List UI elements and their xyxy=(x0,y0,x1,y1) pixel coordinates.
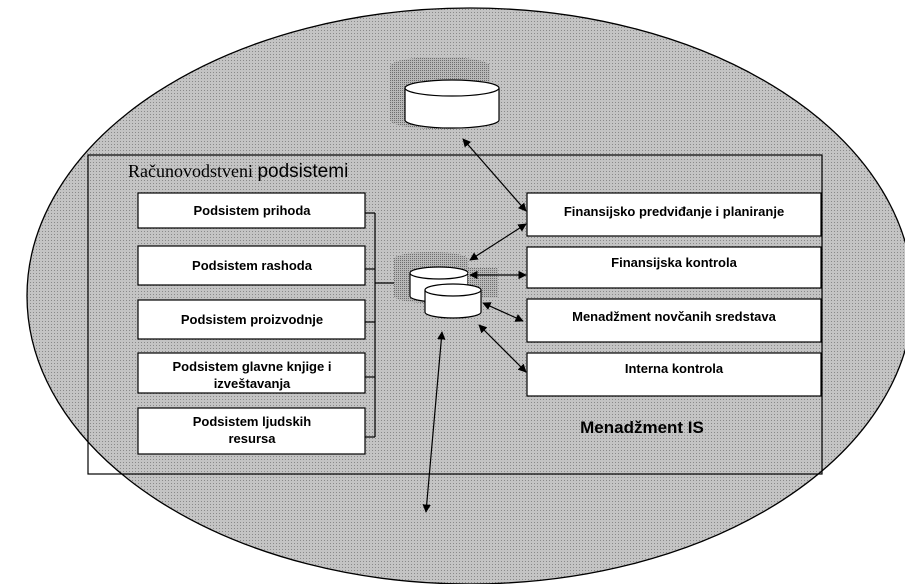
arrow-db-to-planning xyxy=(469,223,527,261)
subsystem-box-prihoda[interactable]: Podsistem prihoda xyxy=(137,192,366,229)
section-title: Računovodstveni podsistemi xyxy=(128,161,348,182)
subsystem-box-rashoda[interactable]: Podsistem rashoda xyxy=(137,245,366,286)
subsystem-bracket xyxy=(365,212,376,438)
subsystem-label: Podsistem proizvodnje xyxy=(181,312,323,327)
subsystem-box-ljudskih-resursa[interactable]: Podsistem ljudskih resursa xyxy=(137,407,366,455)
accounting-subsystems-frame xyxy=(87,154,823,475)
subsystem-label: Podsistem glavne knjige i xyxy=(173,359,332,374)
central-database-icon xyxy=(394,252,498,319)
management-box-planiranje[interactable]: Finansijsko predviđanje i planiranje xyxy=(526,192,822,237)
management-is-label: Menadžment IS xyxy=(580,418,704,437)
management-label: Finansijsko predviđanje i planiranje xyxy=(564,204,784,219)
management-label: Finansijska kontrola xyxy=(611,255,737,270)
subsystem-box-glavne-knjige[interactable]: Podsistem glavne knjige i izveštavanja xyxy=(137,352,366,394)
management-label: Interna kontrola xyxy=(625,361,724,376)
management-box-novcana-sredstva[interactable]: Menadžment novčanih sredstava xyxy=(526,298,822,343)
arrow-top-db-to-planning xyxy=(462,138,527,212)
management-box-finansijska-kontrola[interactable]: Finansijska kontrola xyxy=(526,246,822,289)
arrow-db-to-internal xyxy=(478,324,527,373)
management-label: Menadžment novčanih sredstava xyxy=(572,309,776,324)
subsystem-label: Podsistem rashoda xyxy=(192,258,313,273)
arrow-db-to-external xyxy=(422,331,446,513)
subsystem-label-line2: izveštavanja xyxy=(214,376,291,391)
section-title-part2: podsistemi xyxy=(257,161,348,182)
section-title-part1: Računovodstveni xyxy=(128,161,257,181)
subsystem-label: Podsistem ljudskih xyxy=(193,414,312,429)
connection-arrows xyxy=(422,138,527,513)
arrow-db-to-cash xyxy=(482,302,524,322)
subsystem-label: Podsistem prihoda xyxy=(193,203,311,218)
external-database-icon xyxy=(390,57,500,129)
management-box-interna-kontrola[interactable]: Interna kontrola xyxy=(526,352,822,397)
subsystem-label-line2: resursa xyxy=(229,431,277,446)
subsystem-box-proizvodnje[interactable]: Podsistem proizvodnje xyxy=(137,299,366,340)
